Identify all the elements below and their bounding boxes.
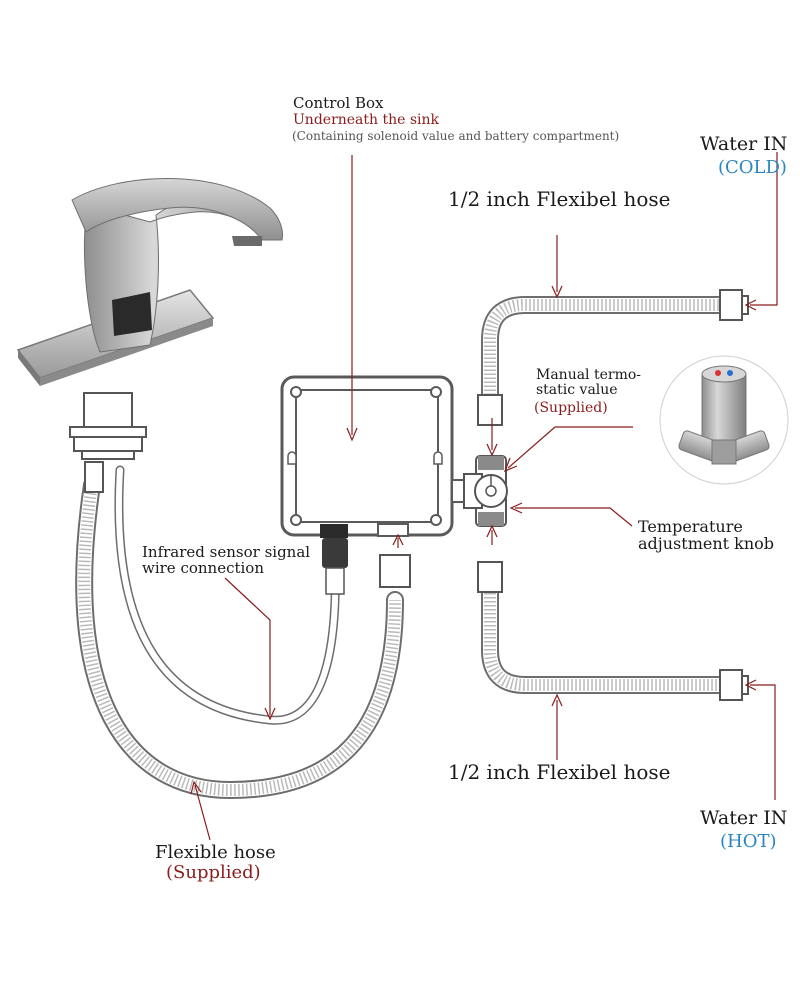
control-box [280,375,465,538]
infrared-label-line2: wire connection [142,559,264,577]
water-in-cold-label: Water IN [700,133,787,155]
containing-label: (Containing solenoid value and battery c… [292,129,619,143]
hot-water-hose [477,561,749,701]
infrared-label-line1: Infrared sensor signal [142,543,310,561]
hot-hose-nut [477,561,503,593]
faucet-image [16,178,283,386]
flexible-hose-nut [379,554,411,588]
manual-valve-label-line1: Manual termo- [536,367,641,383]
hose-bottom-label: 1/2 inch Flexibel hose [448,760,670,784]
flexible-hose [75,476,411,799]
callout-arrows [190,152,778,841]
cold-hose-nut [477,394,503,426]
cold-inlet-fitting [719,289,743,321]
sensor-window [112,292,152,336]
hot-label: (HOT) [720,831,777,852]
sensor-plug [322,538,348,568]
flexible-hose-supplied-label: (Supplied) [166,862,261,883]
valve-photo-inset [659,355,789,485]
hot-inlet-fitting [719,669,743,701]
flexible-hose-label: Flexible hose [155,842,276,863]
temperature-label-line2: adjustment knob [638,534,774,553]
underneath-sink-label: Underneath the sink [293,112,440,128]
manual-valve-supplied-label: (Supplied) [534,400,608,416]
faucet-shank [69,392,147,493]
sensor-wire [114,465,348,725]
thermostatic-valve [463,455,508,527]
control-box-label: Control Box [293,94,384,112]
water-in-hot-label: Water IN [700,807,787,829]
hose-top-label: 1/2 inch Flexibel hose [448,187,670,211]
cold-label: (COLD) [718,157,787,178]
cold-water-hose [477,289,749,426]
manual-valve-label-line2: static value [536,382,618,398]
temperature-label-line1: Temperature [638,517,743,536]
